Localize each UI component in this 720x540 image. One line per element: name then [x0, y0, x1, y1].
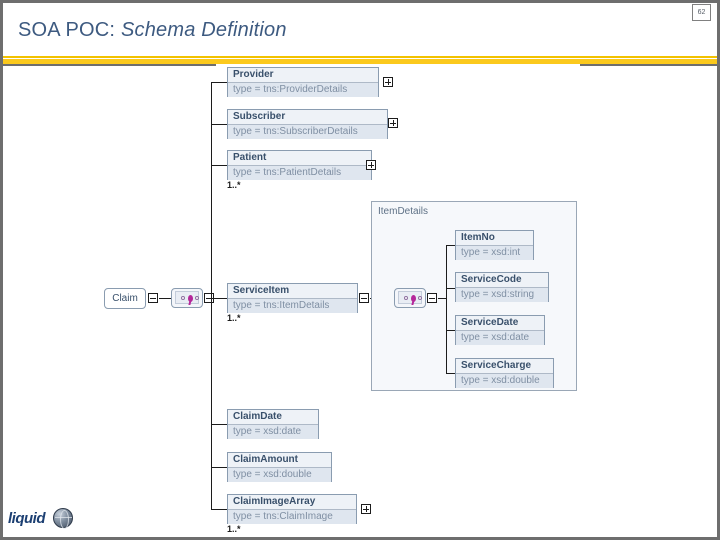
connector-branch-claimamount [211, 467, 227, 468]
sequence-icon [175, 291, 199, 304]
element-type: type = xsd:double [456, 374, 553, 388]
sequence-compositor-itemdetails[interactable] [394, 288, 426, 308]
cardinality-patient: 1..* [227, 180, 241, 190]
slide-title: SOA POC: Schema Definition [18, 19, 287, 42]
element-node-servicecharge[interactable]: ServiceCharge type = xsd:double [455, 358, 554, 388]
itemdetails-sequence-collapse-icon[interactable] [427, 293, 437, 303]
frame-border-right [717, 0, 720, 540]
connector-itemsequence-to-trunk [438, 298, 447, 299]
connector-branch-claimdate [211, 424, 227, 425]
element-type: type = tns:ClaimImage [228, 510, 356, 524]
element-type: type = xsd:int [456, 246, 533, 260]
connector-branch-itemno [446, 245, 455, 246]
connector-branch-claimimagearray [211, 509, 227, 510]
subscriber-expand-icon[interactable] [388, 118, 398, 128]
element-name: Patient [228, 151, 371, 166]
claimimagearray-expand-icon[interactable] [361, 504, 371, 514]
element-name: ClaimDate [228, 410, 318, 425]
header-rule-thin [3, 56, 717, 58]
element-node-provider[interactable]: Provider type = tns:ProviderDetails [227, 67, 379, 97]
element-name: ClaimAmount [228, 453, 331, 468]
element-name: Subscriber [228, 110, 387, 125]
provider-expand-icon[interactable] [383, 77, 393, 87]
element-name: ServiceDate [456, 316, 544, 331]
connector-branch-subscriber [211, 124, 227, 125]
sequence-compositor-root[interactable] [171, 288, 203, 308]
serviceitem-collapse-icon[interactable] [359, 293, 369, 303]
element-type: type = xsd:string [456, 288, 548, 302]
connector-trunk-vertical [211, 82, 212, 510]
element-type: type = tns:ProviderDetails [228, 83, 378, 97]
liquid-logo: liquid [8, 506, 96, 530]
connector-branch-serviceitem [211, 298, 227, 299]
element-type: type = tns:PatientDetails [228, 166, 371, 180]
element-name: ClaimImageArray [228, 495, 356, 510]
connector-item-trunk-vertical [446, 245, 447, 373]
cardinality-serviceitem: 1..* [227, 313, 241, 323]
group-label: ItemDetails [378, 206, 429, 217]
element-node-claimimagearray[interactable]: ClaimImageArray type = tns:ClaimImage [227, 494, 357, 524]
logo-wordmark: liquid [8, 510, 46, 527]
connector-branch-provider [211, 82, 227, 83]
element-node-claimamount[interactable]: ClaimAmount type = xsd:double [227, 452, 332, 482]
sequence-icon [398, 291, 422, 304]
element-node-claimdate[interactable]: ClaimDate type = xsd:date [227, 409, 319, 439]
element-node-itemno[interactable]: ItemNo type = xsd:int [455, 230, 534, 260]
element-type: type = xsd:double [228, 468, 331, 482]
title-prefix: SOA POC: [18, 19, 121, 41]
page-number-badge: 62 [692, 4, 711, 21]
element-node-servicedate[interactable]: ServiceDate type = xsd:date [455, 315, 545, 345]
root-element-claim[interactable]: Claim [104, 288, 146, 309]
patient-expand-icon[interactable] [366, 160, 376, 170]
element-type: type = tns:ItemDetails [228, 299, 357, 313]
connector-branch-servicecode [446, 288, 455, 289]
globe-icon [53, 508, 73, 529]
element-node-serviceitem[interactable]: ServiceItem type = tns:ItemDetails [227, 283, 358, 313]
element-type: type = tns:SubscriberDetails [228, 125, 387, 139]
element-name: ServiceItem [228, 284, 357, 299]
connector-branch-servicecharge [446, 373, 455, 374]
element-node-servicecode[interactable]: ServiceCode type = xsd:string [455, 272, 549, 302]
connector-branch-servicedate [446, 330, 455, 331]
title-emphasis: Schema Definition [120, 19, 287, 41]
frame-border-top [0, 0, 720, 3]
element-name: ServiceCode [456, 273, 548, 288]
connector-claim-to-sequence [159, 298, 171, 299]
element-type: type = xsd:date [228, 425, 318, 439]
cardinality-claimimagearray: 1..* [227, 524, 241, 534]
element-name: ItemNo [456, 231, 533, 246]
frame-border-left [0, 0, 3, 540]
frame-border-bottom [0, 537, 720, 540]
element-node-patient[interactable]: Patient type = tns:PatientDetails [227, 150, 372, 180]
root-element-label: Claim [112, 293, 138, 304]
header-rule-grey-left [3, 64, 216, 66]
element-name: ServiceCharge [456, 359, 553, 374]
element-node-subscriber[interactable]: Subscriber type = tns:SubscriberDetails [227, 109, 388, 139]
header-rule-accent [3, 59, 717, 64]
element-type: type = xsd:date [456, 331, 544, 345]
header-rule-grey-right [580, 64, 717, 66]
element-name: Provider [228, 68, 378, 83]
claim-collapse-icon[interactable] [148, 293, 158, 303]
connector-branch-patient [211, 165, 227, 166]
